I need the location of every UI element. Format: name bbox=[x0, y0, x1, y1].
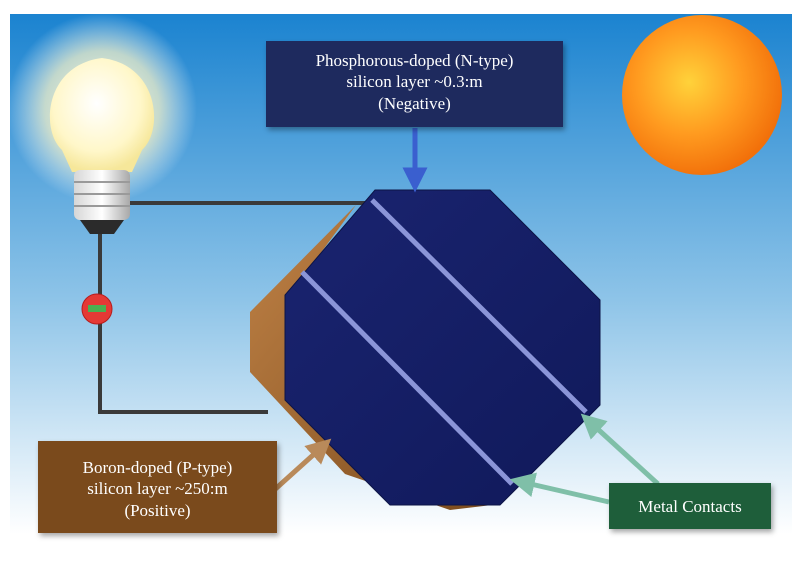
circuit-wire bbox=[98, 201, 382, 414]
metal-contacts-arrow-lower bbox=[509, 472, 610, 505]
p-type-label-line: (Positive) bbox=[124, 500, 191, 520]
sun-icon bbox=[622, 15, 782, 175]
metal-contact-strip bbox=[300, 270, 514, 486]
p-type-label-line: Boron-doped (P-type) bbox=[82, 458, 233, 477]
n-type-label: Phosphorous-doped (N-type) silicon layer… bbox=[266, 41, 563, 127]
p-type-silicon-layer bbox=[250, 205, 492, 510]
n-type-label-line: Phosphorous-doped (N-type) bbox=[315, 51, 514, 70]
minus-sign-icon bbox=[81, 293, 113, 325]
n-type-silicon-layer bbox=[284, 189, 601, 506]
metal-contacts-label: Metal Contacts bbox=[609, 483, 771, 529]
p-type-label: Boron-doped (P-type) silicon layer ~250:… bbox=[38, 441, 277, 533]
metal-contact-strip bbox=[370, 198, 588, 414]
metal-contacts-label-text: Metal Contacts bbox=[638, 497, 742, 516]
p-type-label-line: silicon layer ~250:m bbox=[87, 479, 228, 499]
n-type-label-line: silicon layer ~0.3:m bbox=[346, 72, 483, 92]
light-bulb-icon bbox=[7, 13, 197, 234]
metal-contacts-arrow-upper bbox=[580, 413, 660, 486]
n-type-label-line: (Negative) bbox=[378, 93, 451, 113]
p-layer-arrow bbox=[270, 438, 332, 494]
